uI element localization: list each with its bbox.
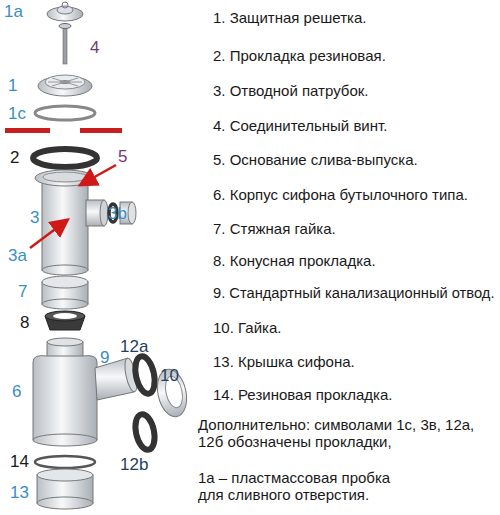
callout-number: 12a xyxy=(120,337,148,357)
legend-text: 14. Резиновая прокладка. xyxy=(213,386,392,403)
callout-number: 3 xyxy=(30,208,39,228)
callout-number: 2 xyxy=(10,148,19,168)
callout-number: 6 xyxy=(12,382,21,402)
legend-text: 13. Крышка сифона. xyxy=(213,353,355,370)
legend-text: Дополнительно: символами 1с, 3в, 12а, 12… xyxy=(198,416,496,451)
legend-text: 5. Основание слива-выпуска. xyxy=(213,151,418,168)
legend-text: 7. Стяжная гайка. xyxy=(213,220,336,237)
callout-number: 8 xyxy=(20,313,29,333)
callout-number: 7 xyxy=(18,282,27,302)
callout-number: 14 xyxy=(10,452,29,472)
legend-text: 3. Отводной патрубок. xyxy=(213,82,368,99)
legend-text: 8. Конусная прокладка. xyxy=(213,252,376,269)
legend-text: 9. Стандартный канализационный отвод. xyxy=(213,285,494,302)
legend-text: 1. Защитная решетка. xyxy=(213,9,366,26)
callout-number: 5 xyxy=(118,147,127,167)
callout-number: 1a xyxy=(4,2,23,22)
callout-number: 9 xyxy=(100,348,109,368)
legend-text: 6. Корпус сифона бутылочного типа. xyxy=(213,186,468,203)
callout-number: 1 xyxy=(8,76,17,96)
callout-number: 12b xyxy=(120,455,148,475)
callout-number: 3a xyxy=(8,246,27,266)
callout-number: 3b xyxy=(108,204,127,224)
callout-number: 10 xyxy=(160,366,179,386)
legend-text: 4. Соединительный винт. xyxy=(213,117,387,134)
legend-text: 2. Прокладка резиновая. xyxy=(213,47,386,64)
legend-text: 1а – пластмассовая пробка для сливного о… xyxy=(198,469,408,504)
callout-number: 13 xyxy=(10,483,29,503)
callout-number: 4 xyxy=(90,38,99,58)
callout-number: 1c xyxy=(8,104,26,124)
legend-text: 10. Гайка. xyxy=(213,319,281,336)
